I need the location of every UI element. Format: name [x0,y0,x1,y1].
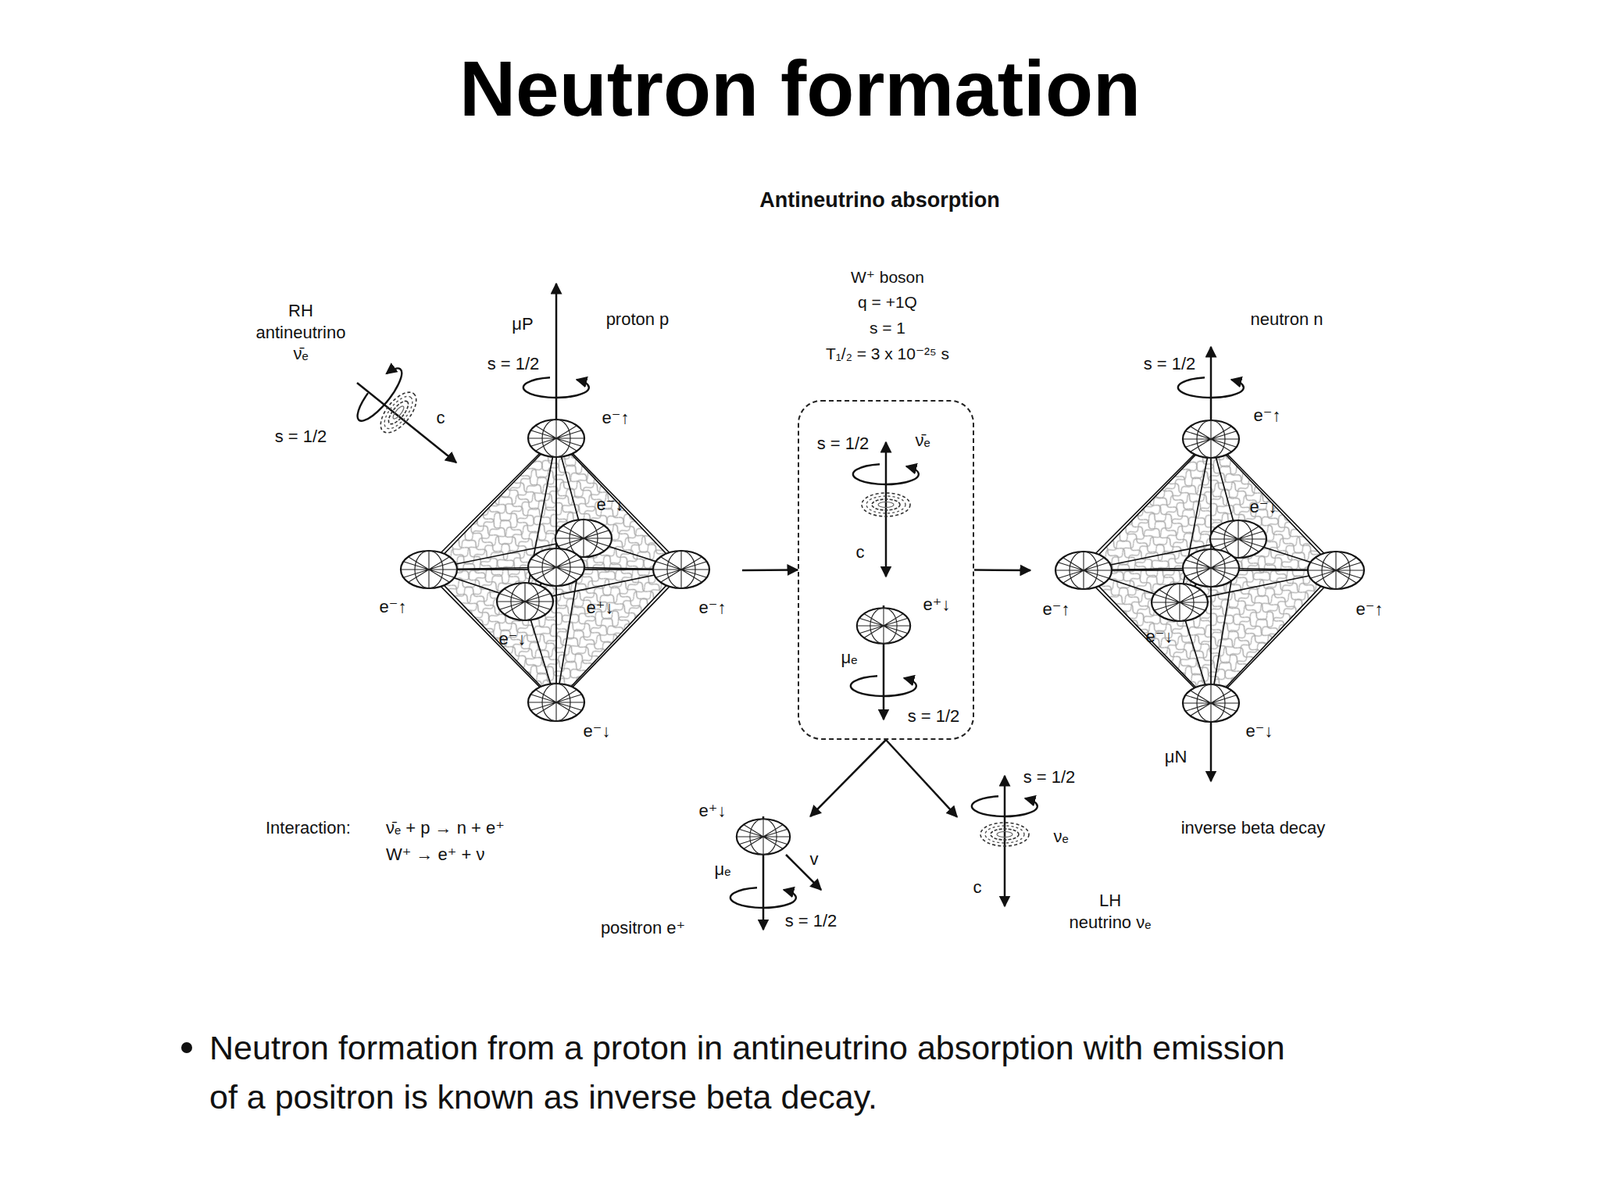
caption-text: Neutron formation from a proton in antin… [209,1023,1304,1122]
text-label: W⁺ → e⁺ + ν [385,843,486,866]
text-label: ν̄ₑ + p → n + e⁺ [385,817,505,840]
text-label: e⁻↓ [1146,625,1174,648]
text-label: Antineutrino absorption [759,187,1000,215]
text-label: μₑ [841,646,858,669]
connector-arrow [742,568,798,572]
proton-structure: proton p [406,421,743,719]
text-label: e⁻↑ [1356,598,1384,621]
text-label: e⁻↑ [379,596,408,618]
text-label: e⁻↑ [1042,598,1071,621]
node-label: s = 1 [869,317,906,339]
node-label: LH neutrino νₑ [1069,889,1152,933]
text-label: s = 1/2 [785,910,838,933]
neutrino-particle: LH neutrino νₑ [957,812,1051,922]
text-label: v [810,848,819,871]
text-label: e⁻↓ [596,493,625,516]
text-label: s = 1/2 [907,705,961,728]
text-label: e⁺↓ [586,596,615,619]
text-label: μN [1164,746,1188,768]
text-label: s = 1/2 [1023,766,1076,789]
text-label: μₑ [714,858,732,881]
text-label: Interaction: [265,817,351,840]
connector-arrow [885,739,958,818]
connector-arrow [810,739,886,817]
text-label: e⁻↑ [1253,404,1282,427]
node-label: proton p [598,308,677,331]
node-label: neutron n [1243,308,1330,331]
text-label: e⁺↓ [923,593,951,616]
node-label: positron e⁺ [600,917,686,940]
text-label: e⁻↓ [583,720,611,743]
text-label: inverse beta decay [1181,817,1326,840]
node-label: W⁺ boson [850,267,925,288]
text-label: μP [511,313,533,336]
text-label: c [856,541,865,564]
text-label: s = 1/2 [487,353,540,375]
node-label: RH antineutrino ν̄ₑ [250,300,351,365]
text-label: e⁻↑ [699,596,727,619]
text-label: νₑ [1053,825,1068,848]
text-label: e⁻↑ [602,407,630,429]
text-label: e⁻↓ [499,628,527,650]
text-label: e⁻↓ [1246,720,1274,743]
connector-arrow [974,568,1031,572]
text-label: s = 1/2 [275,425,328,448]
node-label: T₁/₂ = 3 x 10⁻²⁵ s [825,343,950,365]
text-label: e⁺↓ [699,800,727,822]
node-label: q = +1Q [857,292,918,313]
text-label: c [973,876,983,899]
neutron-structure: neutron n [1030,421,1351,719]
text-label: c [436,407,446,429]
text-label: e⁻↓ [1250,496,1278,518]
text-label: s = 1/2 [1143,353,1197,375]
text-label: ν̄ₑ [914,429,930,452]
diagram-title: Neutron formation [0,45,1600,132]
text-label: s = 1/2 [817,432,870,455]
